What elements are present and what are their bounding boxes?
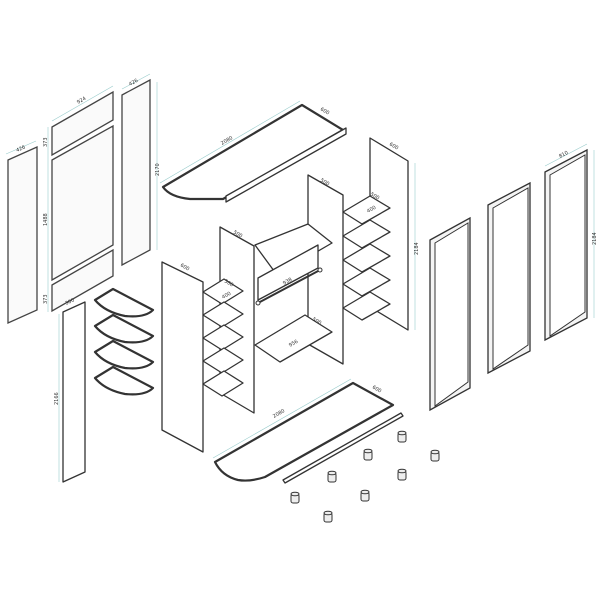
door-frame [429,216,471,412]
corner-shelf [93,287,155,318]
left-shelves [202,278,244,397]
inner-panel-right: 500 500 400 [307,174,380,365]
center-top-shelf [254,223,333,276]
shelf [342,195,391,225]
shelf [202,370,244,397]
door-dimensions: 810 2184 [544,143,598,318]
dim-label: 2184 [592,232,598,245]
dim-label: 500 [319,178,330,188]
dim-label: 2184 [414,242,420,255]
dim-label: 2166 [54,392,60,405]
adjustable-foot [397,468,407,481]
adjustable-foot [363,448,373,461]
dim-label: 373 [43,137,49,147]
foot-cap [397,468,407,474]
shelf [202,347,244,374]
right-shelves [342,195,391,321]
adjustable-foot [360,489,370,502]
corner-shelves [93,287,155,396]
dim-label: 924 [76,96,87,106]
shelf [342,219,391,249]
adjustable-foot [290,491,300,504]
foot-cap [290,491,300,497]
adjustable-foot [323,510,333,523]
foot-cap [360,489,370,495]
dim-label: 600 [319,107,330,117]
foot-cap [397,430,407,436]
dim-label: 956 [288,339,299,349]
dim-label: 2170 [155,163,161,176]
door-frame [487,181,531,375]
mirror-center-panel [51,124,114,282]
dim-label: 373 [43,294,49,304]
shelf [202,324,244,351]
door-inner [549,154,586,337]
dim-label: 500 [311,317,322,327]
adjustable-foot [397,430,407,443]
mirror-top-panel [51,90,114,157]
dim-label: 938 [282,277,293,287]
dim-label: 1488 [43,213,49,226]
foot-cap [327,470,337,476]
dim-label: 300 [64,297,75,306]
shelf [202,278,244,305]
door-inner [434,222,469,407]
top-board: 2080 600 [159,100,347,203]
corner-shelf [93,339,155,370]
adjustable-foot [327,470,337,483]
bottom-board: 2080 600 [212,378,404,484]
left-mirror-panel: 426 [5,140,38,325]
mirror-bottom-panel [51,248,114,313]
corner-shelf [93,365,155,396]
left-side-panel: 600 500 400 [161,261,234,453]
dim-label: 400 [366,205,377,215]
dim-label: 2080 [220,135,234,147]
dim-label: 600 [388,142,399,152]
dim-label: 500 [369,192,380,202]
narrow-front-panel: 300 2166 [54,297,86,483]
dim-label: 500 [223,279,234,289]
shelf [342,291,391,321]
foot-cap [430,449,440,455]
adjustable-foot [430,449,440,462]
shelf [342,243,391,273]
rail-panel [257,244,319,301]
foot-cap [363,448,373,454]
sliding-doors [429,148,588,412]
dim-label: 426 [15,144,26,153]
dim-label: 500 [232,230,243,240]
foot-cap [323,510,333,516]
dim-label: 600 [371,385,382,395]
dim-label: 426 [128,78,139,88]
door-inner [492,187,529,370]
shelf [342,267,391,297]
dim-label: 600 [179,263,190,273]
dim-label: 400 [221,291,232,301]
center-bottom-shelf [254,314,333,363]
door-frame [544,148,588,342]
shelf [202,301,244,328]
right-mirror-panel: 426 2170 [121,73,161,267]
corner-shelf [93,313,155,344]
dim-label: 2080 [272,408,286,420]
center-mirror-panels: 924 373 1488 373 [43,85,114,313]
adjustable-feet [290,430,440,523]
dim-label: 810 [558,150,569,160]
